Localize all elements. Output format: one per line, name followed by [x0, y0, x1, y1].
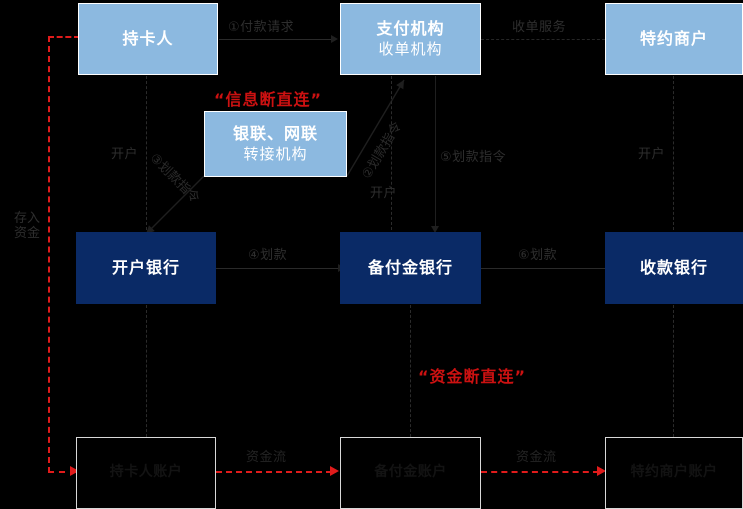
- entity-opening-bank[interactable]: 开户银行: [76, 232, 216, 304]
- entity-payment-institution-label-1: 支付机构: [376, 19, 445, 39]
- label-fund-flow-right: 资金流: [516, 450, 557, 465]
- entity-reserve-bank-label: 备付金银行: [367, 257, 453, 277]
- arrowhead-cardholder-to-payment: [331, 35, 338, 43]
- line-payment-to-reserve-bank: [391, 76, 392, 230]
- entity-merchant-account[interactable]: 特约商户账户: [605, 437, 743, 509]
- annotation-info-break: “信息断直连”: [214, 90, 323, 109]
- entity-reserve-account[interactable]: 备付金账户: [340, 437, 481, 509]
- entity-receiving-bank-label: 收款银行: [639, 257, 708, 277]
- entity-cardholder-account[interactable]: 持卡人账户: [76, 437, 216, 509]
- entity-clearing-institution-label-1: 银联、网联: [232, 124, 318, 144]
- entity-cardholder-label: 持卡人: [122, 28, 174, 48]
- arrowhead-step5: [431, 226, 439, 233]
- line-reserve-bank-to-reserve-account: [410, 305, 411, 437]
- arrowhead-deposit: [70, 466, 79, 476]
- label-step5: ⑤划款指令: [440, 150, 507, 165]
- entity-receiving-bank[interactable]: 收款银行: [605, 232, 743, 304]
- line-merchant-to-receiving-bank: [673, 76, 674, 230]
- label-account-open-right: 开户: [638, 147, 666, 162]
- label-deposit-funds-line1: 存入: [13, 211, 40, 226]
- line-deposit-vertical: [48, 36, 50, 473]
- entity-cardholder[interactable]: 持卡人: [78, 3, 218, 75]
- annotation-funds-break: “资金断直连”: [418, 367, 527, 386]
- label-fund-flow-left: 资金流: [246, 450, 287, 465]
- entity-payment-institution[interactable]: 支付机构 收单机构: [340, 3, 481, 75]
- label-deposit-funds-line2: 资金: [13, 225, 40, 241]
- line-acquiring-service: [481, 39, 605, 40]
- line-fund-flow-right: [481, 471, 599, 473]
- line-step5: [435, 76, 436, 226]
- entity-reserve-bank[interactable]: 备付金银行: [340, 232, 481, 304]
- line-fund-flow-left: [216, 471, 332, 473]
- entity-payment-institution-label-2: 收单机构: [378, 39, 443, 58]
- line-opening-bank-to-cardholder-account: [146, 305, 147, 437]
- label-account-open-mid: 开户: [370, 186, 398, 201]
- line-receiving-bank-to-merchant-account: [673, 305, 674, 437]
- entity-merchant-label: 特约商户: [639, 28, 708, 48]
- line-cardholder-to-opening-bank: [146, 76, 147, 230]
- label-step6: ⑥划款: [518, 248, 558, 263]
- entity-cardholder-account-label: 持卡人账户: [109, 464, 183, 481]
- entity-merchant-account-label: 特约商户账户: [630, 464, 718, 481]
- label-deposit-funds: 存入 资金: [10, 211, 44, 242]
- label-step2: ②划款指令: [359, 119, 406, 182]
- arrowhead-fund-flow-left: [330, 466, 339, 476]
- line-deposit-bottom: [48, 471, 76, 473]
- line-cardholder-to-payment: [219, 39, 331, 40]
- line-step6: [481, 268, 606, 269]
- label-acquiring-service: 收单服务: [512, 20, 567, 35]
- entity-opening-bank-label: 开户银行: [111, 257, 180, 277]
- line-step4: [215, 268, 339, 269]
- label-account-open-left: 开户: [111, 147, 139, 162]
- entity-reserve-account-label: 备付金账户: [374, 464, 447, 481]
- label-step4: ④划款: [248, 248, 288, 263]
- label-step3: ③划款指令: [146, 150, 203, 207]
- line-deposit-top: [48, 36, 80, 38]
- entity-clearing-institution[interactable]: 银联、网联 转接机构: [204, 111, 347, 177]
- label-step1: ①付款请求: [228, 20, 295, 35]
- entity-merchant[interactable]: 特约商户: [605, 3, 743, 75]
- entity-clearing-institution-label-2: 转接机构: [243, 144, 308, 163]
- arrowhead-fund-flow-right: [597, 466, 606, 476]
